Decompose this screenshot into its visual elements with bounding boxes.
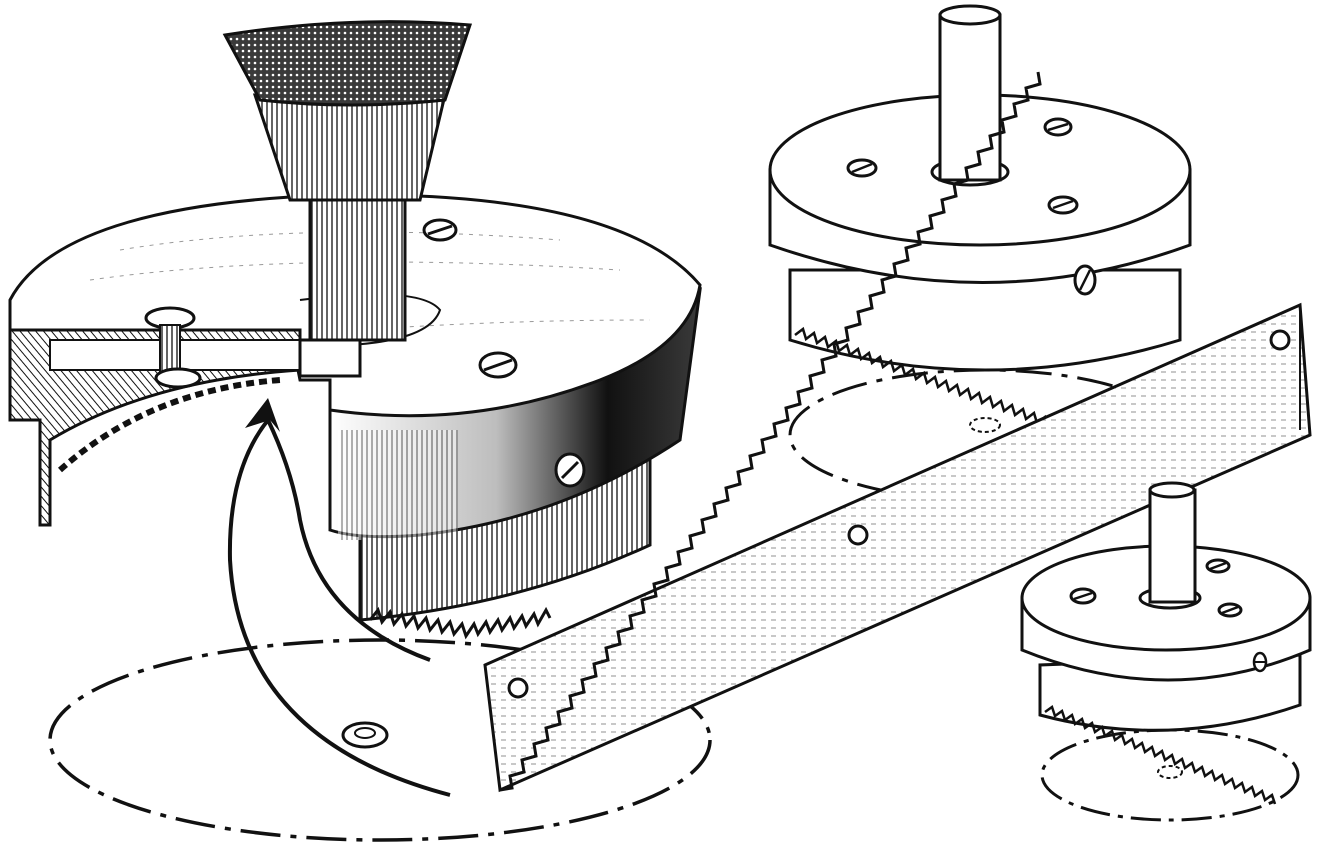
large-saw-holder (8, 20, 712, 842)
large-holder-dashed-outline (48, 638, 712, 842)
large-holder-screw-hole (341, 721, 389, 749)
large-holder-saw-teeth (368, 606, 552, 640)
small-holder-shaft (1148, 488, 1197, 604)
saw-strip-body (483, 302, 1312, 793)
saw-strip-hole-2 (847, 524, 869, 546)
medium-holder-saw-ring (788, 268, 1182, 372)
large-holder-collet (252, 93, 447, 202)
saw-strip-hole-3 (1269, 329, 1291, 351)
small-holder-saw-teeth (1044, 704, 1277, 805)
saw-strip-hole-1 (507, 677, 529, 699)
insert-arrow (227, 418, 451, 797)
arrow-head-icon (245, 398, 280, 432)
small-holder-dashed-outline (1040, 728, 1300, 822)
knurled-knob (222, 20, 473, 107)
small-saw-holder (1020, 481, 1312, 822)
saw-blade-strip (483, 71, 1312, 793)
saw-strip-teeth (499, 71, 1042, 792)
medium-holder-shaft (938, 13, 1002, 182)
medium-saw-holder (768, 4, 1192, 502)
